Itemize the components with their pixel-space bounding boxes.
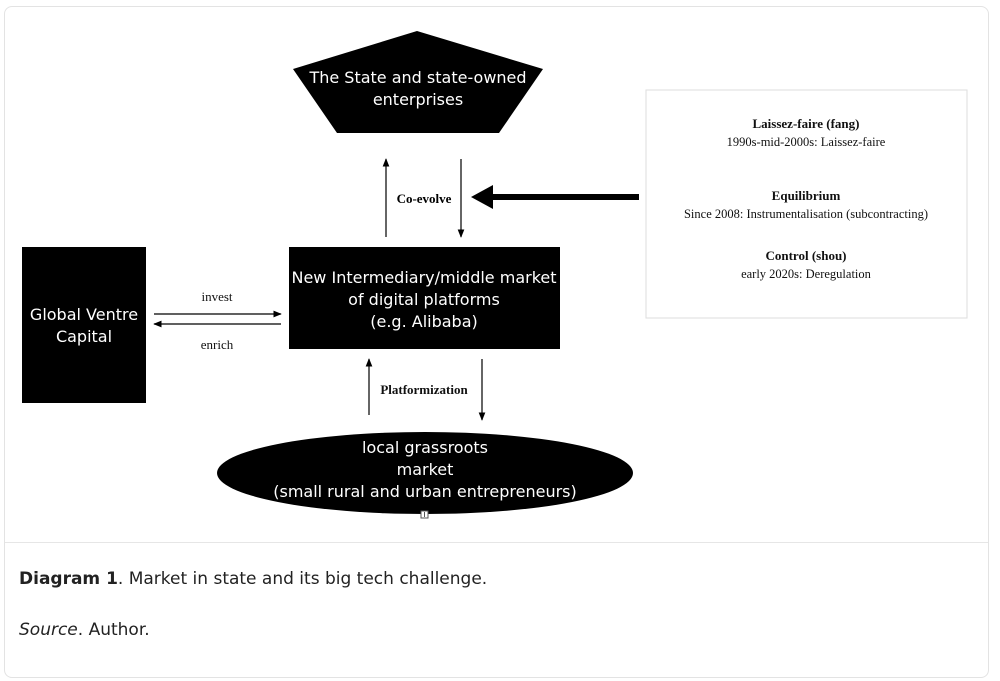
platform-label-line3: (e.g. Alibaba) bbox=[370, 312, 478, 331]
legend-phase1-desc: 1990s-mid-2000s: Laissez-faire bbox=[727, 135, 886, 149]
source-label: Source bbox=[19, 620, 78, 640]
caption-label: Diagram 1 bbox=[19, 569, 118, 589]
state-label-line2: enterprises bbox=[373, 90, 463, 109]
legend-phase1-title: Laissez-faire (fang) bbox=[753, 116, 860, 131]
market-diagram: The State and state-owned enterprises Co… bbox=[22, 31, 968, 519]
invest-label: invest bbox=[201, 289, 232, 304]
legend-phase3-title: Control (shou) bbox=[765, 248, 846, 263]
vc-label-line2: Capital bbox=[56, 327, 112, 346]
enrich-label: enrich bbox=[201, 337, 234, 352]
platform-box bbox=[289, 247, 560, 349]
state-label-line1: The State and state-owned bbox=[308, 68, 526, 87]
legend-box bbox=[645, 89, 968, 319]
figure-caption: Diagram 1. Market in state and its big t… bbox=[19, 569, 487, 589]
caption-text: . Market in state and its big tech chall… bbox=[117, 569, 488, 589]
figure-source: Source. Author. bbox=[19, 620, 150, 640]
state-shape bbox=[293, 31, 543, 133]
legend-phase2-title: Equilibrium bbox=[772, 188, 841, 203]
coevolve-label: Co-evolve bbox=[397, 191, 452, 206]
platform-label-line2: of digital platforms bbox=[348, 290, 500, 309]
caption-divider bbox=[5, 542, 988, 543]
legend-phase3-desc: early 2020s: Deregulation bbox=[741, 267, 872, 281]
platformization-label: Platformization bbox=[380, 382, 468, 397]
vc-box bbox=[22, 247, 146, 403]
grassroots-label-line2: market bbox=[397, 460, 454, 479]
vc-label-line1: Global Ventre bbox=[30, 305, 138, 324]
source-text: . Author. bbox=[77, 620, 150, 640]
grassroots-ellipse bbox=[217, 432, 633, 514]
legend-phase2-desc: Since 2008: Instrumentalisation (subcont… bbox=[684, 207, 928, 221]
grassroots-label-line1: local grassroots bbox=[362, 438, 488, 457]
grassroots-label-line3: (small rural and urban entrepreneurs) bbox=[273, 482, 577, 501]
platform-label-line1: New Intermediary/middle market bbox=[291, 268, 556, 287]
figure-card: The State and state-owned enterprises Co… bbox=[4, 6, 989, 678]
legend-pointer-arrowhead bbox=[471, 185, 493, 209]
